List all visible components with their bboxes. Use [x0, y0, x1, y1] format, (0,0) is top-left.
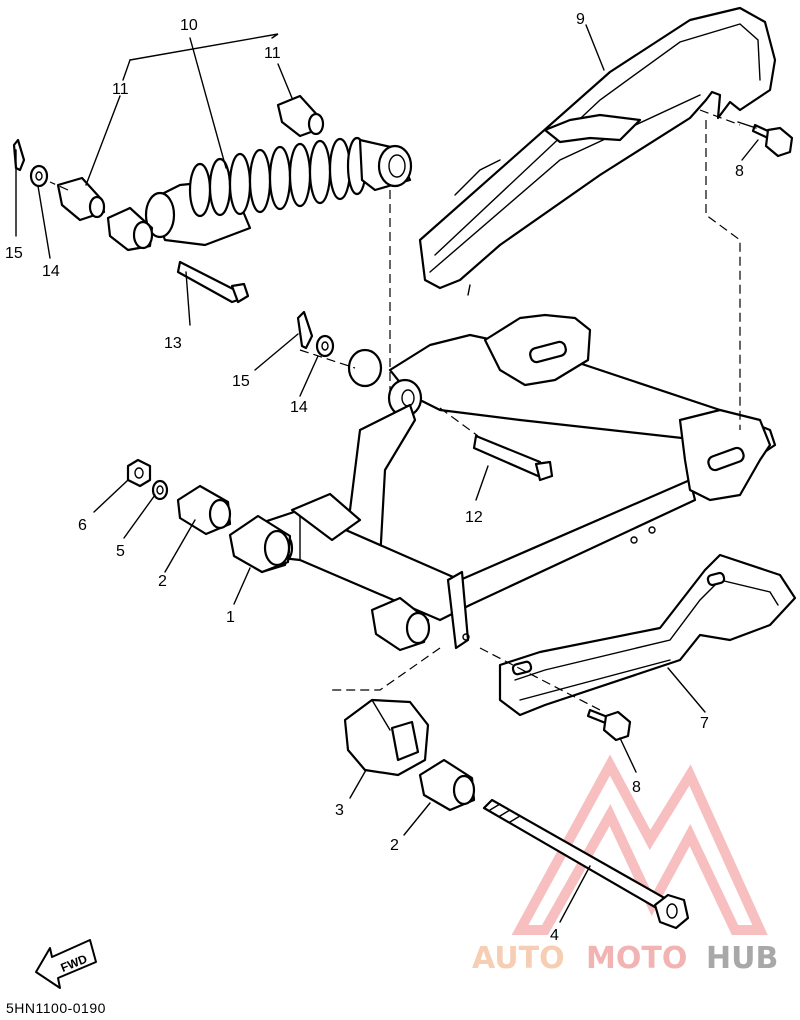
washer-part-14-top	[29, 164, 49, 188]
bush-shock-lower	[106, 206, 154, 252]
callout-1: 1	[226, 609, 235, 626]
callout-labels: 10 11 11 9 8 15 14 13 15 14 12 6 5 2 1 7…	[5, 11, 744, 944]
callout-12: 12	[465, 509, 483, 526]
chain-guard-part	[498, 553, 797, 717]
callout-8-top: 8	[735, 163, 744, 180]
callout-14-middle: 14	[290, 399, 308, 416]
callout-2-lower: 2	[390, 837, 399, 854]
bushing-part-1	[228, 514, 292, 574]
callout-13: 13	[164, 335, 182, 352]
callout-2-upper: 2	[158, 573, 167, 590]
bolt-part-8-lower	[586, 708, 632, 742]
collar-part-11-right	[276, 94, 325, 138]
callout-8-lower: 8	[632, 779, 641, 796]
callout-10: 10	[180, 17, 198, 34]
watermark-moto: MOTO	[586, 941, 687, 976]
pin-part-12	[472, 434, 554, 482]
washer-part-5	[151, 479, 169, 501]
callout-15-top: 15	[5, 245, 23, 262]
fwd-arrow-icon: FWD	[35, 939, 97, 989]
pivot-shaft-part-4	[482, 798, 690, 930]
callout-15-middle: 15	[232, 373, 250, 390]
bolt-part-8-top	[737, 121, 794, 158]
watermark-hub: HUB	[706, 941, 778, 976]
chain-case-part	[418, 6, 777, 296]
drawing-code: 5HN1100-0190	[6, 1000, 106, 1016]
rear-shock-absorber-part	[144, 136, 413, 247]
watermark-logo-icon	[511, 754, 768, 935]
cotter-pin-part-15-middle	[296, 310, 314, 350]
assembly-guide-lines	[49, 109, 741, 711]
callout-7: 7	[700, 715, 709, 732]
watermark-auto: AUTO	[472, 941, 565, 976]
washer-part-14-middle	[315, 334, 335, 358]
callout-14-top: 14	[42, 263, 60, 280]
callout-4: 4	[550, 927, 559, 944]
callout-3: 3	[335, 802, 344, 819]
pin-part-13	[176, 260, 250, 304]
callout-11-right: 11	[264, 45, 281, 62]
leader-lines	[15, 24, 759, 923]
nut-part-6	[126, 458, 152, 488]
collar-part-11-left	[56, 176, 106, 222]
bush-cover-part-3	[343, 698, 430, 777]
callout-9: 9	[576, 11, 585, 28]
watermark-text: AUTO MOTO HUB	[472, 941, 778, 976]
callout-11-left: 11	[112, 81, 129, 98]
bushing-part-2-upper	[176, 484, 232, 536]
callout-6: 6	[78, 517, 87, 534]
callout-5: 5	[116, 543, 125, 560]
bushing-part-2-lower	[418, 758, 476, 812]
